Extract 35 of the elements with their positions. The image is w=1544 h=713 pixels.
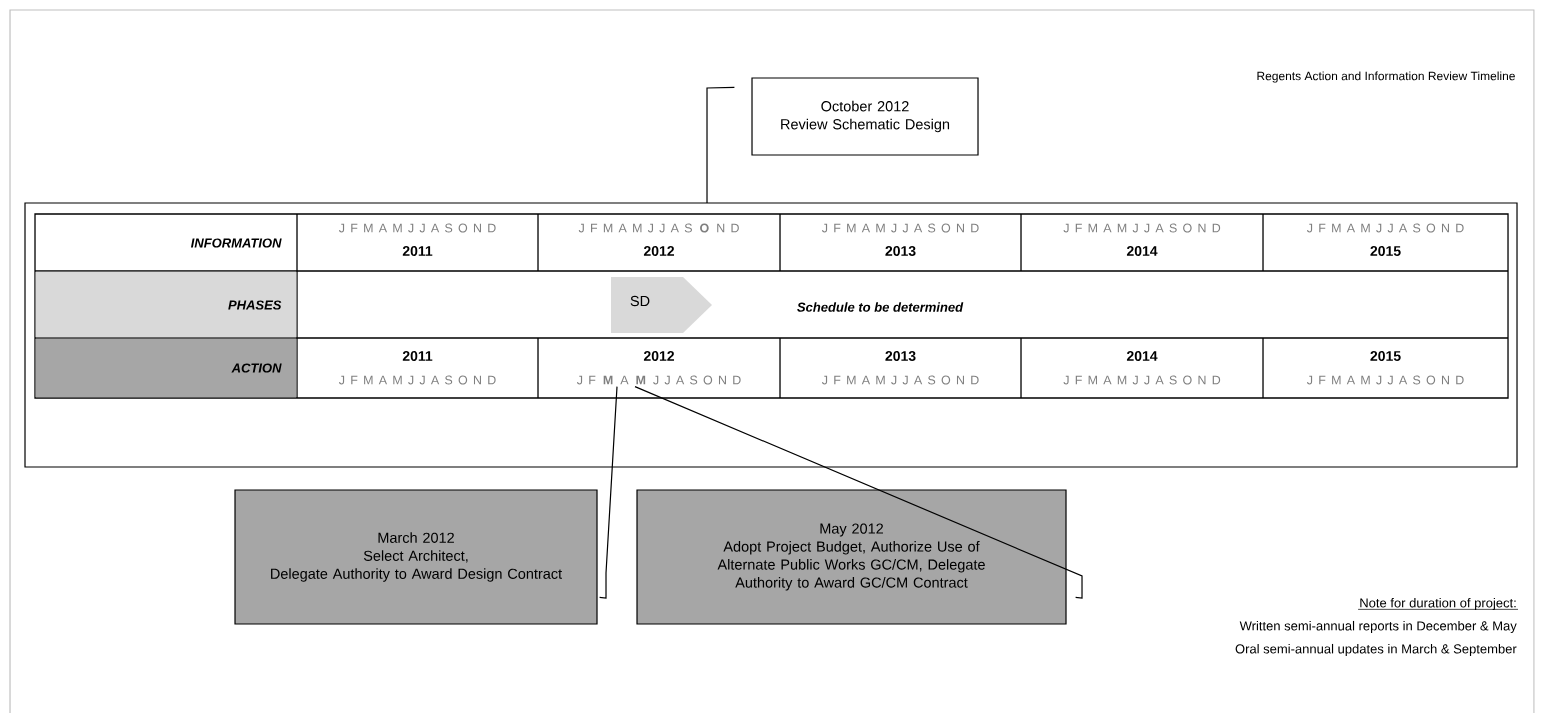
year-label: 2015 xyxy=(1370,246,1401,256)
year-label: 2012 xyxy=(643,351,674,361)
year-label: 2014 xyxy=(1126,246,1158,256)
month-letters: J F M A M J J A S O N D xyxy=(338,375,496,385)
year-label: 2014 xyxy=(1126,351,1158,361)
month-letters: J F M A M J J A S O N D xyxy=(1307,375,1464,385)
month-letters: J F M A M J J A S O N D xyxy=(338,223,496,233)
callout-box: May 2012 Adopt Project Budget, Authorize Use of Alternate Public Works GC/CM, Delegate Authority to Award GC/CM Contract xyxy=(636,489,1067,625)
year-label: 2011 xyxy=(402,351,433,361)
year-label: 2012 xyxy=(643,246,674,256)
diagram-title: Regents Action and Information Review Timeline xyxy=(1257,71,1515,83)
leader-line xyxy=(706,86,735,204)
month-letters: J F M A M J J A S O N D xyxy=(578,223,739,233)
leader-line xyxy=(599,386,618,599)
leader-line xyxy=(634,386,1083,599)
year-label: 2015 xyxy=(1370,351,1401,361)
year-label: 2013 xyxy=(885,246,916,256)
callout-box: October 2012 Review Schematic Design xyxy=(751,77,979,156)
callout-box: March 2012 Select Architect, Delegate Authority to Award Design Contract xyxy=(234,489,598,625)
month-letters: J F M A M J J A S O N D xyxy=(1063,223,1221,233)
month-letters: J F M A M J J A S O N D xyxy=(576,375,741,385)
note-text: Oral semi-annual updates in March & September xyxy=(1235,643,1517,657)
phase-chevron: SD xyxy=(611,277,712,333)
year-label: 2013 xyxy=(885,351,916,361)
row-header: ACTION xyxy=(35,338,297,398)
year-label: 2011 xyxy=(402,246,433,256)
row-header: INFORMATION xyxy=(190,238,282,248)
note-heading: Note for duration of project: xyxy=(1357,597,1519,611)
note-text: Written semi-annual reports in December & May xyxy=(1239,620,1517,634)
row-header: PHASES xyxy=(35,271,297,338)
month-letters: J F M A M J J A S O N D xyxy=(821,223,979,233)
month-letters: J F M A M J J A S O N D xyxy=(1063,375,1221,385)
month-letters: J F M A M J J A S O N D xyxy=(821,375,979,385)
month-letters: J F M A M J J A S O N D xyxy=(1307,223,1464,233)
schedule-note: Schedule to be determined xyxy=(797,302,964,312)
